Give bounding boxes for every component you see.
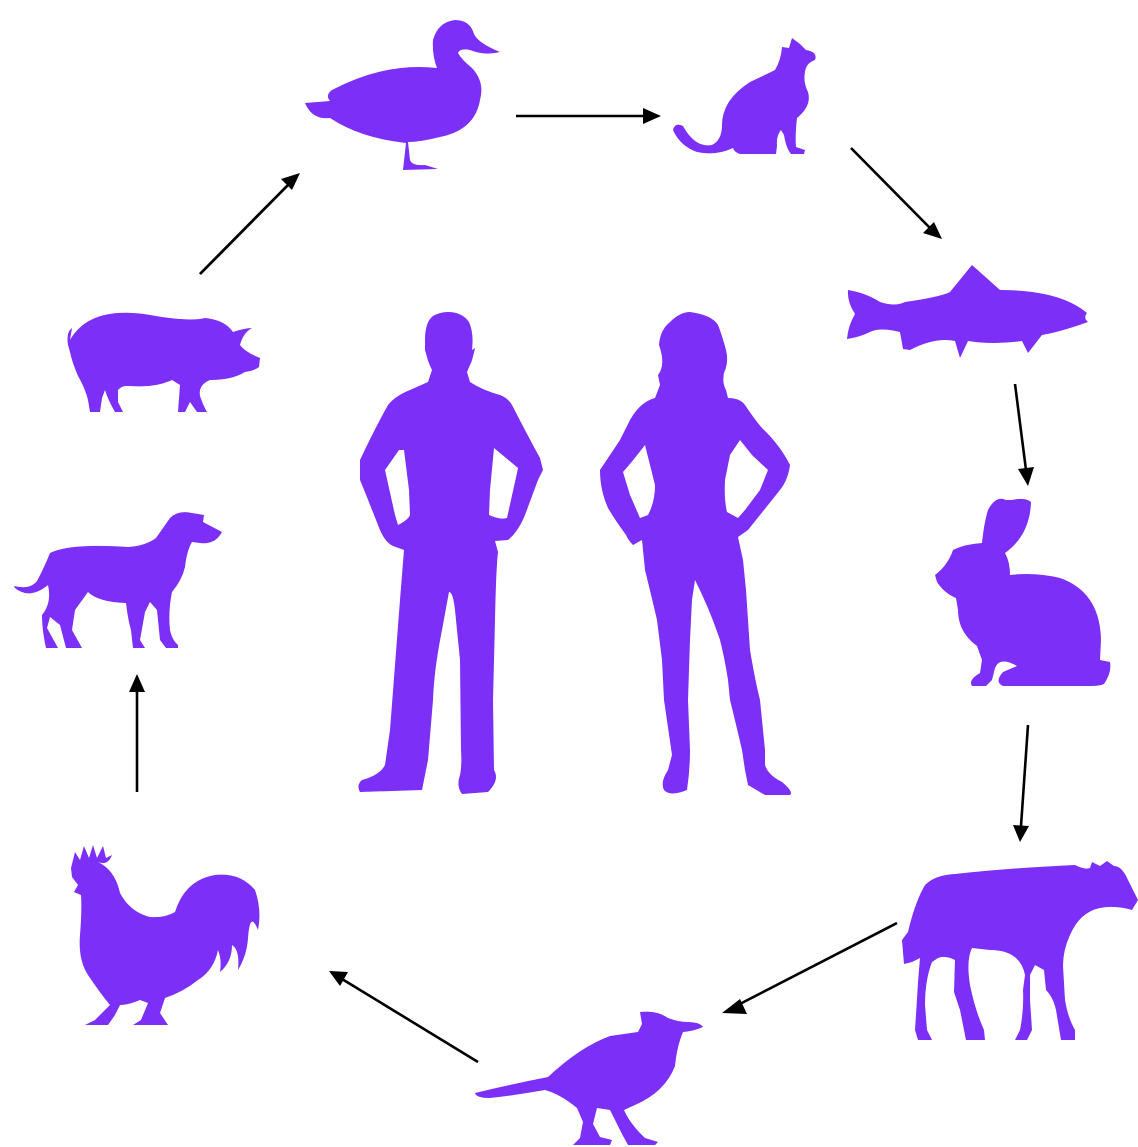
arrow-cat-to-fish	[851, 148, 942, 239]
cat-icon	[673, 38, 816, 154]
dog-icon	[14, 512, 222, 648]
arrow-fish-to-rabbit	[1015, 384, 1034, 486]
rooster-icon	[71, 845, 259, 1025]
fish-icon	[847, 265, 1088, 358]
arrow-pig-to-duck	[200, 185, 288, 274]
man-silhouette	[358, 312, 543, 794]
pig-icon	[68, 313, 261, 412]
arrow-duck-to-cat	[516, 108, 661, 124]
arrow-cow-to-bird	[722, 923, 897, 1014]
rabbit-icon	[935, 499, 1110, 686]
duck-icon	[305, 20, 500, 170]
woman-silhouette	[600, 312, 791, 795]
arrow-bird-to-rooster	[329, 971, 478, 1062]
arrow-rabbit-to-cow	[1013, 725, 1029, 842]
bird-icon	[475, 1012, 703, 1145]
arrow-rooster-to-dog	[129, 674, 145, 792]
cow-icon	[902, 861, 1138, 1040]
